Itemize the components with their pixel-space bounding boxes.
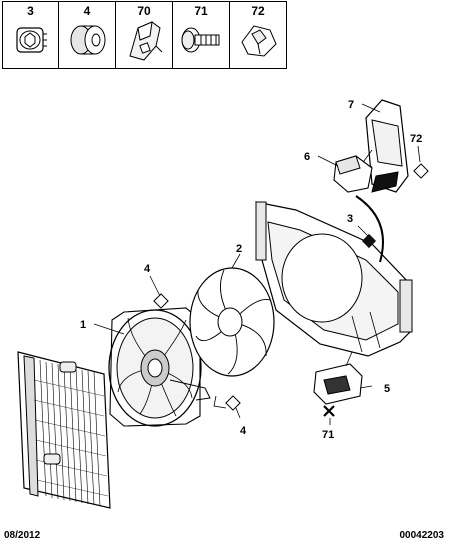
grommet-marker-upper xyxy=(153,293,169,309)
legend-cell-70: 70 xyxy=(115,1,173,69)
legend-ref: 72 xyxy=(251,4,265,18)
module-frame xyxy=(255,201,413,357)
bolt-marker xyxy=(323,405,335,417)
plug-marker xyxy=(361,233,377,249)
legend-cell-72: 72 xyxy=(229,1,287,69)
radiator xyxy=(17,351,111,509)
callout-72: 72 xyxy=(410,133,422,145)
exploded-diagram: 1 2 3 4 4 5 6 7 71 72 xyxy=(17,99,429,509)
callout-4-lower: 4 xyxy=(240,425,247,437)
plug-icon xyxy=(16,27,47,53)
push-clip-marker xyxy=(413,163,429,179)
callout-7: 7 xyxy=(348,99,354,111)
callout-71: 71 xyxy=(322,429,334,441)
legend-cell-3: 3 xyxy=(2,1,59,69)
callout-6: 6 xyxy=(304,151,310,163)
leader-lines xyxy=(93,103,421,425)
legend-ref: 3 xyxy=(27,4,34,18)
grommet-marker-lower xyxy=(225,395,241,411)
legend-cell-4: 4 xyxy=(58,1,116,69)
footer-date: 08/2012 xyxy=(4,530,41,541)
callout-3: 3 xyxy=(347,213,353,225)
push-clip-icon xyxy=(241,25,277,57)
bolt-icon xyxy=(181,27,220,53)
resistor-module xyxy=(313,351,363,405)
legend-ref: 4 xyxy=(83,4,91,18)
footer-reference: 00042203 xyxy=(399,530,445,541)
legend-ref: 71 xyxy=(194,4,208,18)
callout-1: 1 xyxy=(80,319,86,331)
callout-4-upper: 4 xyxy=(144,263,151,275)
relay xyxy=(333,155,399,193)
callout-2: 2 xyxy=(236,243,242,255)
grommet-icon xyxy=(70,25,106,55)
clip-icon xyxy=(129,21,163,61)
fan-blade xyxy=(189,267,275,377)
legend-ref: 70 xyxy=(137,4,151,18)
legend-cell-71: 71 xyxy=(172,1,230,69)
callout-5: 5 xyxy=(384,383,390,395)
parts-legend: 3 4 70 71 xyxy=(0,0,450,72)
connector-arc xyxy=(355,195,384,263)
fan-shroud xyxy=(108,307,211,427)
